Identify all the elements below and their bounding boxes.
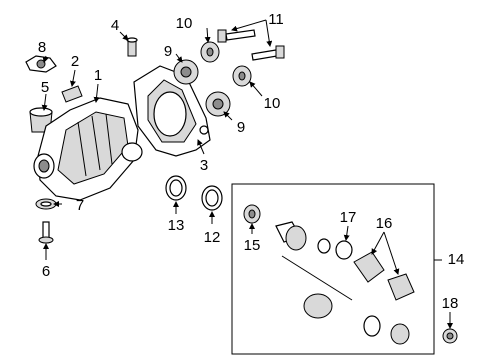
part-8-clip <box>25 55 57 73</box>
part-10-washer-lower <box>232 65 252 87</box>
part-14-group-box <box>231 183 435 355</box>
callout-8: 8 <box>38 39 46 56</box>
callout-3: 3 <box>200 157 208 174</box>
callout-15: 15 <box>244 237 261 254</box>
callout-1: 1 <box>94 67 102 84</box>
callout-16: 16 <box>376 215 393 232</box>
part-13-seal <box>165 175 187 201</box>
callout-6: 6 <box>42 263 50 280</box>
part-3-cover <box>133 65 211 157</box>
callout-17: 17 <box>340 209 357 226</box>
part-16-boots <box>353 251 415 301</box>
part-15-nut <box>243 204 261 224</box>
part-4-vent <box>126 37 138 57</box>
callout-10a: 10 <box>176 15 193 32</box>
callout-9a: 9 <box>164 43 172 60</box>
callout-13: 13 <box>168 217 185 234</box>
callout-10b: 10 <box>264 95 281 112</box>
callout-11: 11 <box>268 11 284 28</box>
callout-numbers: 8 2 1 5 4 9 10 11 10 9 3 7 6 13 12 15 17… <box>38 11 465 312</box>
callout-2: 2 <box>71 53 79 70</box>
callout-18: 18 <box>442 295 459 312</box>
part-9-bushing-lower <box>205 91 231 117</box>
callout-12: 12 <box>204 229 221 246</box>
callout-14: 14 <box>448 251 465 268</box>
part-6-plug <box>38 221 54 244</box>
part-10-washer-upper <box>200 41 220 63</box>
part-2-bracket <box>61 85 83 103</box>
part-1-differential-carrier <box>33 97 143 201</box>
part-12-seal <box>201 185 223 211</box>
callout-5: 5 <box>41 79 49 96</box>
half-shaft-assembly <box>275 221 410 345</box>
part-9-bushing-upper <box>173 59 199 85</box>
callout-9b: 9 <box>237 119 245 136</box>
leader-lines <box>41 19 453 329</box>
part-18-nut <box>442 328 458 344</box>
callout-4: 4 <box>111 17 119 34</box>
part-11-bolts <box>217 29 285 61</box>
callout-7: 7 <box>76 197 84 214</box>
part-7-washer <box>35 198 57 210</box>
